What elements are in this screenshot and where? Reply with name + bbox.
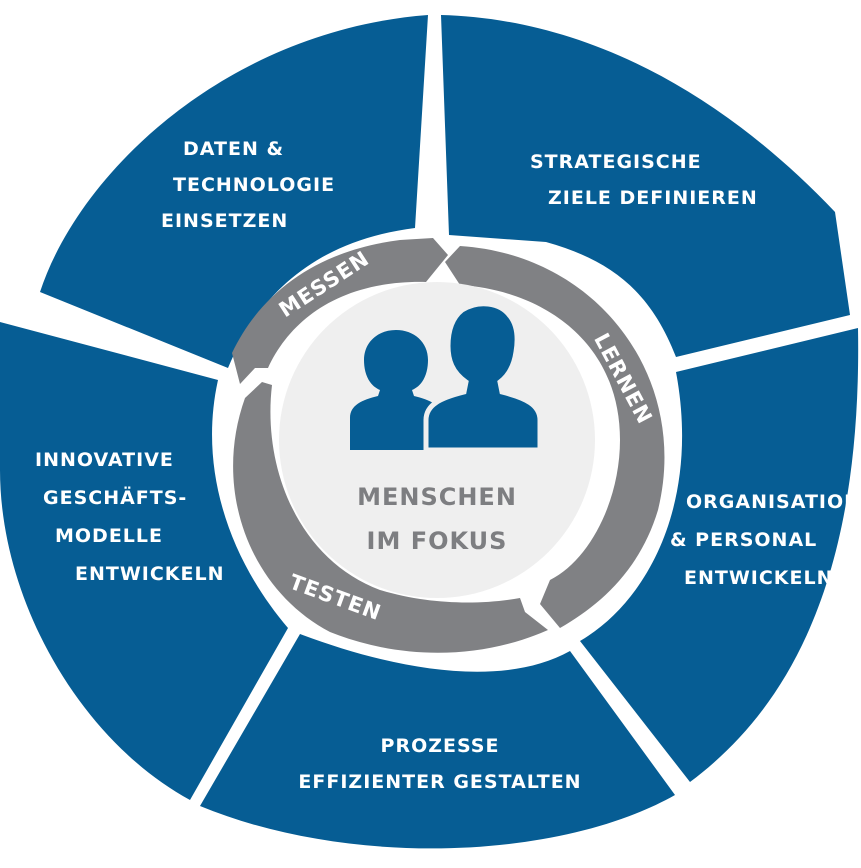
segment-label-line: Geschäfts- (43, 485, 187, 509)
segment-label-line: entwickeln (684, 567, 834, 589)
cycle-ring (232, 238, 665, 653)
cycle-ring-messen (232, 238, 448, 384)
segment-label-line: entwickeln (75, 563, 225, 585)
center-label-menschen-im-fokus: Menschen im Fokus (357, 483, 517, 555)
segment-label-line: Strategische (530, 151, 702, 173)
segment-label-line: effizienter gestalten (298, 771, 581, 793)
segment-label-line: Daten & (183, 138, 284, 160)
segment-label-line: Ziele definieren (548, 187, 758, 209)
segment-label-line: & Personal (670, 529, 817, 551)
segment-label-line: Technologie (173, 174, 335, 196)
segment-geschaeftsmodelle (0, 322, 288, 800)
label-organisation-personal: Organisation & Personal entwickeln (670, 491, 861, 589)
segment-label-line: einsetzen (161, 210, 288, 232)
segment-label-line: Prozesse (381, 735, 500, 757)
label-prozesse: Prozesse effizienter gestalten (298, 735, 581, 793)
cycle-ring-lernen-arc (445, 246, 665, 628)
center-label-line: im Fokus (367, 527, 508, 555)
outer-segments (0, 15, 859, 849)
cycle-ring-testen-arc (233, 382, 548, 653)
people-icon (350, 301, 543, 453)
segment-daten-technologie (40, 15, 428, 368)
segment-strategische-ziele (441, 15, 850, 357)
segment-label-line: Innovative (35, 449, 174, 471)
center-label-line: Menschen (357, 483, 517, 511)
label-daten-technologie: Daten & Technologie einsetzen (161, 138, 335, 232)
segment-organisation-personal (580, 328, 859, 782)
segment-prozesse (200, 634, 675, 849)
segment-label-line: Organisation (686, 491, 861, 513)
segment-label-line: modelle (55, 525, 163, 547)
